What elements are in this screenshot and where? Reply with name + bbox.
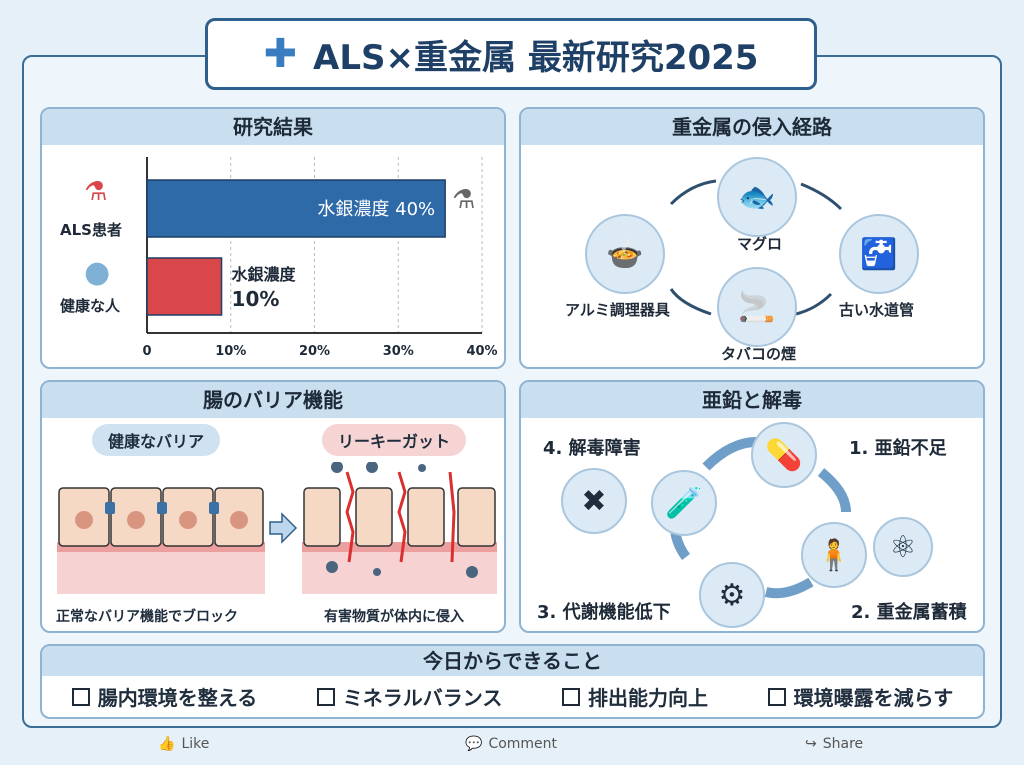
share-button[interactable]: ↪ Share <box>805 736 863 752</box>
actions-panel: 今日からできること 腸内環境を整える ミネラルバランス 排出能力向上 環境曝露を… <box>40 644 985 719</box>
checkbox-icon[interactable] <box>316 687 335 706</box>
x-tick-label: 40% <box>466 344 497 359</box>
route-label: 古い水道管 <box>839 301 915 319</box>
cookware-icon: 🍲 <box>585 214 665 294</box>
action-label: 排出能力向上 <box>588 686 708 710</box>
pipe-icon: 🚰 <box>839 214 919 294</box>
action-label: 腸内環境を整える <box>97 686 258 710</box>
bar-chart: 0 10% 20% 30% 40% 水銀濃度 40% 水銀濃度 10% <box>142 157 498 359</box>
category-label: ALS患者 <box>60 221 122 239</box>
step-label: 4. 解毒障害 <box>543 438 641 459</box>
page-title: ✚ ALS×重金属 最新研究2025 <box>205 18 817 90</box>
tuna-icon: 🐟 <box>717 157 797 237</box>
checkbox-icon[interactable] <box>71 687 90 706</box>
action-item[interactable]: 環境曝露を減らす <box>767 682 954 711</box>
like-button[interactable]: 👍 Like <box>158 736 209 752</box>
cigarette-icon: 🚬 <box>717 267 797 347</box>
x-tick-label: 10% <box>215 344 246 359</box>
x-tick-label: 20% <box>299 344 330 359</box>
routes-panel: 重金属の侵入経路 🐟 マグロ 🚰 古い水道管 🚬 タバコの煙 🍲 アルミ調理器具 <box>519 107 985 369</box>
bar <box>146 179 446 238</box>
panel-title: 研究結果 <box>42 109 504 145</box>
gut-barrier-illustration <box>57 462 497 594</box>
share-icon: ↪ <box>805 736 817 752</box>
comment-button[interactable]: 💬 Comment <box>465 736 557 752</box>
cycle-arrows <box>669 179 843 316</box>
gut-panel: 腸のバリア機能 健康なバリア リーキーガット 正常なバリア機能でブロック 有害物… <box>40 380 506 633</box>
step-label: 1. 亜鉛不足 <box>849 438 947 459</box>
flask-icon: ⚗ <box>84 177 108 207</box>
checkbox-icon[interactable] <box>562 687 580 706</box>
action-item[interactable]: 排出能力向上 <box>562 682 708 711</box>
comment-icon: 💬 <box>465 736 483 752</box>
bar <box>146 257 223 316</box>
leaky-gut-label: リーキーガット <box>322 424 467 456</box>
metals-icon: ⚛ <box>873 517 933 577</box>
gear-icon: ⚙ <box>699 562 765 628</box>
step-label: 3. 代謝機能低下 <box>537 602 671 623</box>
action-item[interactable]: ミネラルバランス <box>316 682 503 711</box>
panel-title: 亜鉛と解毒 <box>521 382 983 418</box>
action-item[interactable]: 腸内環境を整える <box>71 682 258 711</box>
category-label: 健康な人 <box>60 297 121 315</box>
zinc-panel: 亜鉛と解毒 💊 🧍 ⚛ ⚙ 🧪 ✖ 1. 亜鉛不足 2. 重金属蓄積 3. 代謝… <box>519 380 985 633</box>
results-panel: 研究結果 0 10% 20% 30% 40% 水銀濃度 40% 水銀濃度 10% ⚗ ALS患… <box>40 107 506 369</box>
like-label: Like <box>181 736 210 752</box>
route-label: タバコの煙 <box>721 345 797 363</box>
flask-icon: ⚗ <box>452 185 476 215</box>
zinc-supplement-icon: 💊 <box>751 422 817 488</box>
route-label: マグロ <box>737 235 783 253</box>
person-icon: ● <box>84 255 111 290</box>
panel-title: 今日からできること <box>42 646 983 676</box>
action-label: ミネラルバランス <box>342 686 503 710</box>
leaky-caption: 有害物質が体内に侵入 <box>324 609 464 625</box>
panel-title: 腸のバリア機能 <box>42 382 504 418</box>
step-label: 2. 重金属蓄積 <box>851 602 967 623</box>
thumbs-up-icon: 👍 <box>158 736 176 752</box>
body-icon: 🧍 <box>801 522 867 588</box>
data-label: 10% <box>232 287 280 311</box>
medical-cross-icon: ✚ <box>263 31 298 77</box>
checkbox-icon[interactable] <box>767 687 786 706</box>
panel-title: 重金属の侵入経路 <box>521 109 983 145</box>
data-label: 水銀濃度 <box>232 265 297 284</box>
filter-icon: 🧪 <box>651 470 717 536</box>
blocked-icon: ✖ <box>561 468 627 534</box>
healthy-caption: 正常なバリア機能でブロック <box>56 609 238 625</box>
healthy-barrier-label: 健康なバリア <box>92 424 221 456</box>
action-label: 環境曝露を減らす <box>793 686 954 710</box>
x-tick-label: 0 <box>142 344 151 359</box>
x-tick-label: 30% <box>383 344 414 359</box>
route-label: アルミ調理器具 <box>565 301 670 319</box>
data-label: 水銀濃度 40% <box>317 199 435 220</box>
share-label: Share <box>822 736 864 752</box>
comment-label: Comment <box>488 736 558 752</box>
